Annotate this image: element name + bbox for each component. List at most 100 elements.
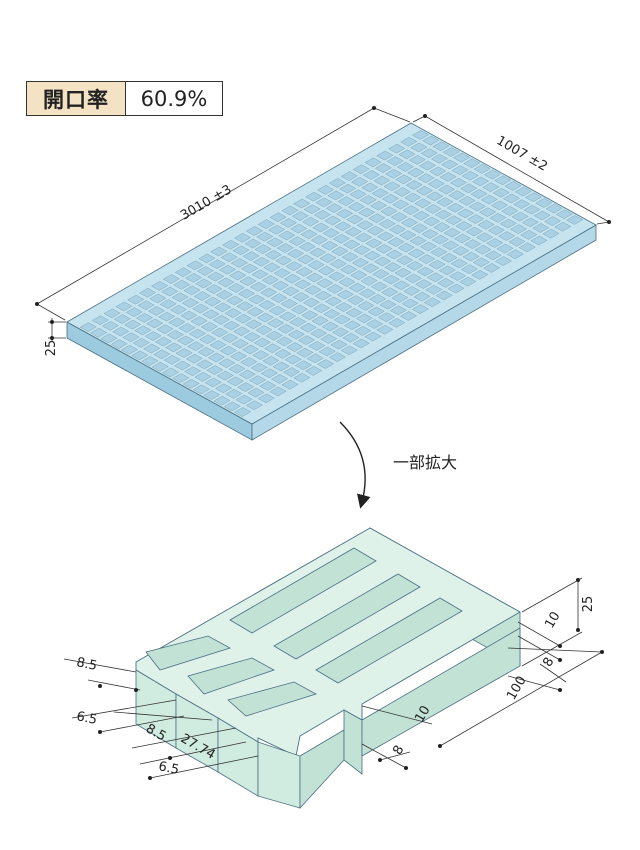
panel-opening: [385, 249, 403, 260]
panel-opening: [215, 290, 233, 300]
panel-opening: [231, 338, 249, 349]
panel-opening: [483, 263, 501, 273]
panel-opening: [253, 337, 271, 348]
panel-opening: [339, 183, 357, 194]
panel-opening: [225, 389, 243, 399]
panel-opening: [185, 353, 203, 364]
panel-opening: [533, 210, 551, 221]
panel-opening: [343, 239, 361, 250]
panel-opening: [407, 167, 425, 178]
panel-opening: [356, 220, 374, 230]
panel-opening: [279, 311, 297, 322]
panel-opening: [437, 278, 455, 288]
panel-opening: [222, 239, 240, 250]
panel-opening: [376, 324, 394, 335]
opening-ratio-table: 開口率 60.9%: [26, 81, 223, 116]
panel-width-label: 1007 ±2: [494, 133, 550, 174]
panel-opening: [256, 231, 274, 242]
panel-opening: [279, 218, 297, 228]
panel-opening: [498, 231, 516, 241]
panel-opening: [343, 320, 361, 331]
panel-opening: [364, 331, 382, 342]
panel-opening: [426, 272, 444, 283]
panel-opening: [234, 407, 252, 417]
panel-opening: [347, 202, 365, 212]
panel-opening: [196, 359, 214, 370]
panel-opening: [324, 215, 342, 226]
panel-opening: [364, 157, 382, 168]
panel-opening: [248, 294, 266, 305]
panel-opening: [373, 175, 391, 186]
panel-opening: [353, 245, 371, 255]
panel-opening: [141, 356, 159, 366]
panel-opening: [344, 227, 362, 237]
panel-opening: [357, 301, 375, 311]
panel-opening: [446, 202, 464, 213]
panel-opening: [412, 210, 430, 221]
panel-grid: [79, 130, 584, 417]
panel-opening: [267, 318, 285, 328]
enlarged-label: 一部拡大: [393, 453, 457, 472]
panel-opening: [90, 327, 108, 338]
panel-opening: [308, 341, 326, 351]
panel-opening: [310, 235, 328, 245]
panel-opening: [238, 369, 256, 380]
panel-opening: [438, 184, 456, 195]
panel-opening: [482, 182, 500, 192]
panel-opening: [187, 341, 205, 351]
panel-opening: [287, 329, 305, 340]
panel-opening: [322, 228, 340, 238]
panel-opening: [424, 204, 442, 214]
panel-opening: [400, 136, 418, 147]
panel-opening: [281, 379, 299, 390]
panel-opening: [428, 259, 446, 270]
panel-opening: [223, 401, 241, 412]
panel-opening: [358, 207, 376, 218]
panel-opening: [555, 209, 573, 220]
panel-opening: [339, 264, 358, 275]
panel-opening: [103, 308, 121, 319]
panel-opening: [124, 319, 142, 330]
panel-opening: [336, 289, 354, 300]
panel-opening: [194, 372, 212, 382]
panel-opening: [177, 335, 195, 346]
panel-opening: [432, 141, 450, 152]
panel-opening: [377, 312, 395, 323]
panel-opening: [249, 281, 267, 292]
panel-opening: [305, 191, 323, 202]
panel-opening: [352, 338, 370, 349]
opening-ratio-value: 60.9%: [126, 82, 222, 115]
panel-opening: [183, 285, 201, 296]
panel-opening: [147, 306, 165, 316]
panel-opening: [402, 205, 420, 215]
panel-opening: [272, 361, 290, 372]
panel-opening: [306, 353, 324, 364]
panel-opening: [459, 276, 477, 287]
panel-opening: [314, 290, 332, 301]
panel-opening: [418, 254, 436, 264]
panel-opening: [403, 286, 421, 296]
panel-opening: [411, 223, 429, 234]
zoom-arrow: [339, 421, 371, 509]
dim-8-5-top: 8.5: [75, 655, 98, 674]
panel-opening: [180, 310, 198, 321]
panel-opening: [393, 187, 411, 197]
panel-opening: [264, 343, 282, 354]
panel-opening: [486, 238, 504, 248]
panel-opening: [362, 170, 380, 180]
panel-opening: [190, 316, 208, 326]
panel-opening: [520, 230, 538, 240]
panel-opening: [257, 393, 275, 404]
panel-opening: [229, 270, 247, 281]
panel-opening: [257, 219, 275, 229]
panel-opening: [293, 198, 311, 209]
panel-opening: [132, 338, 150, 348]
panel-opening: [233, 326, 251, 337]
panel-opening: [464, 239, 482, 249]
panel-opening: [298, 241, 316, 252]
panel-opening: [112, 326, 130, 337]
panel-opening: [392, 280, 410, 291]
panel-opening: [401, 298, 419, 309]
panel-opening: [414, 198, 432, 209]
panel-opening: [161, 286, 179, 297]
